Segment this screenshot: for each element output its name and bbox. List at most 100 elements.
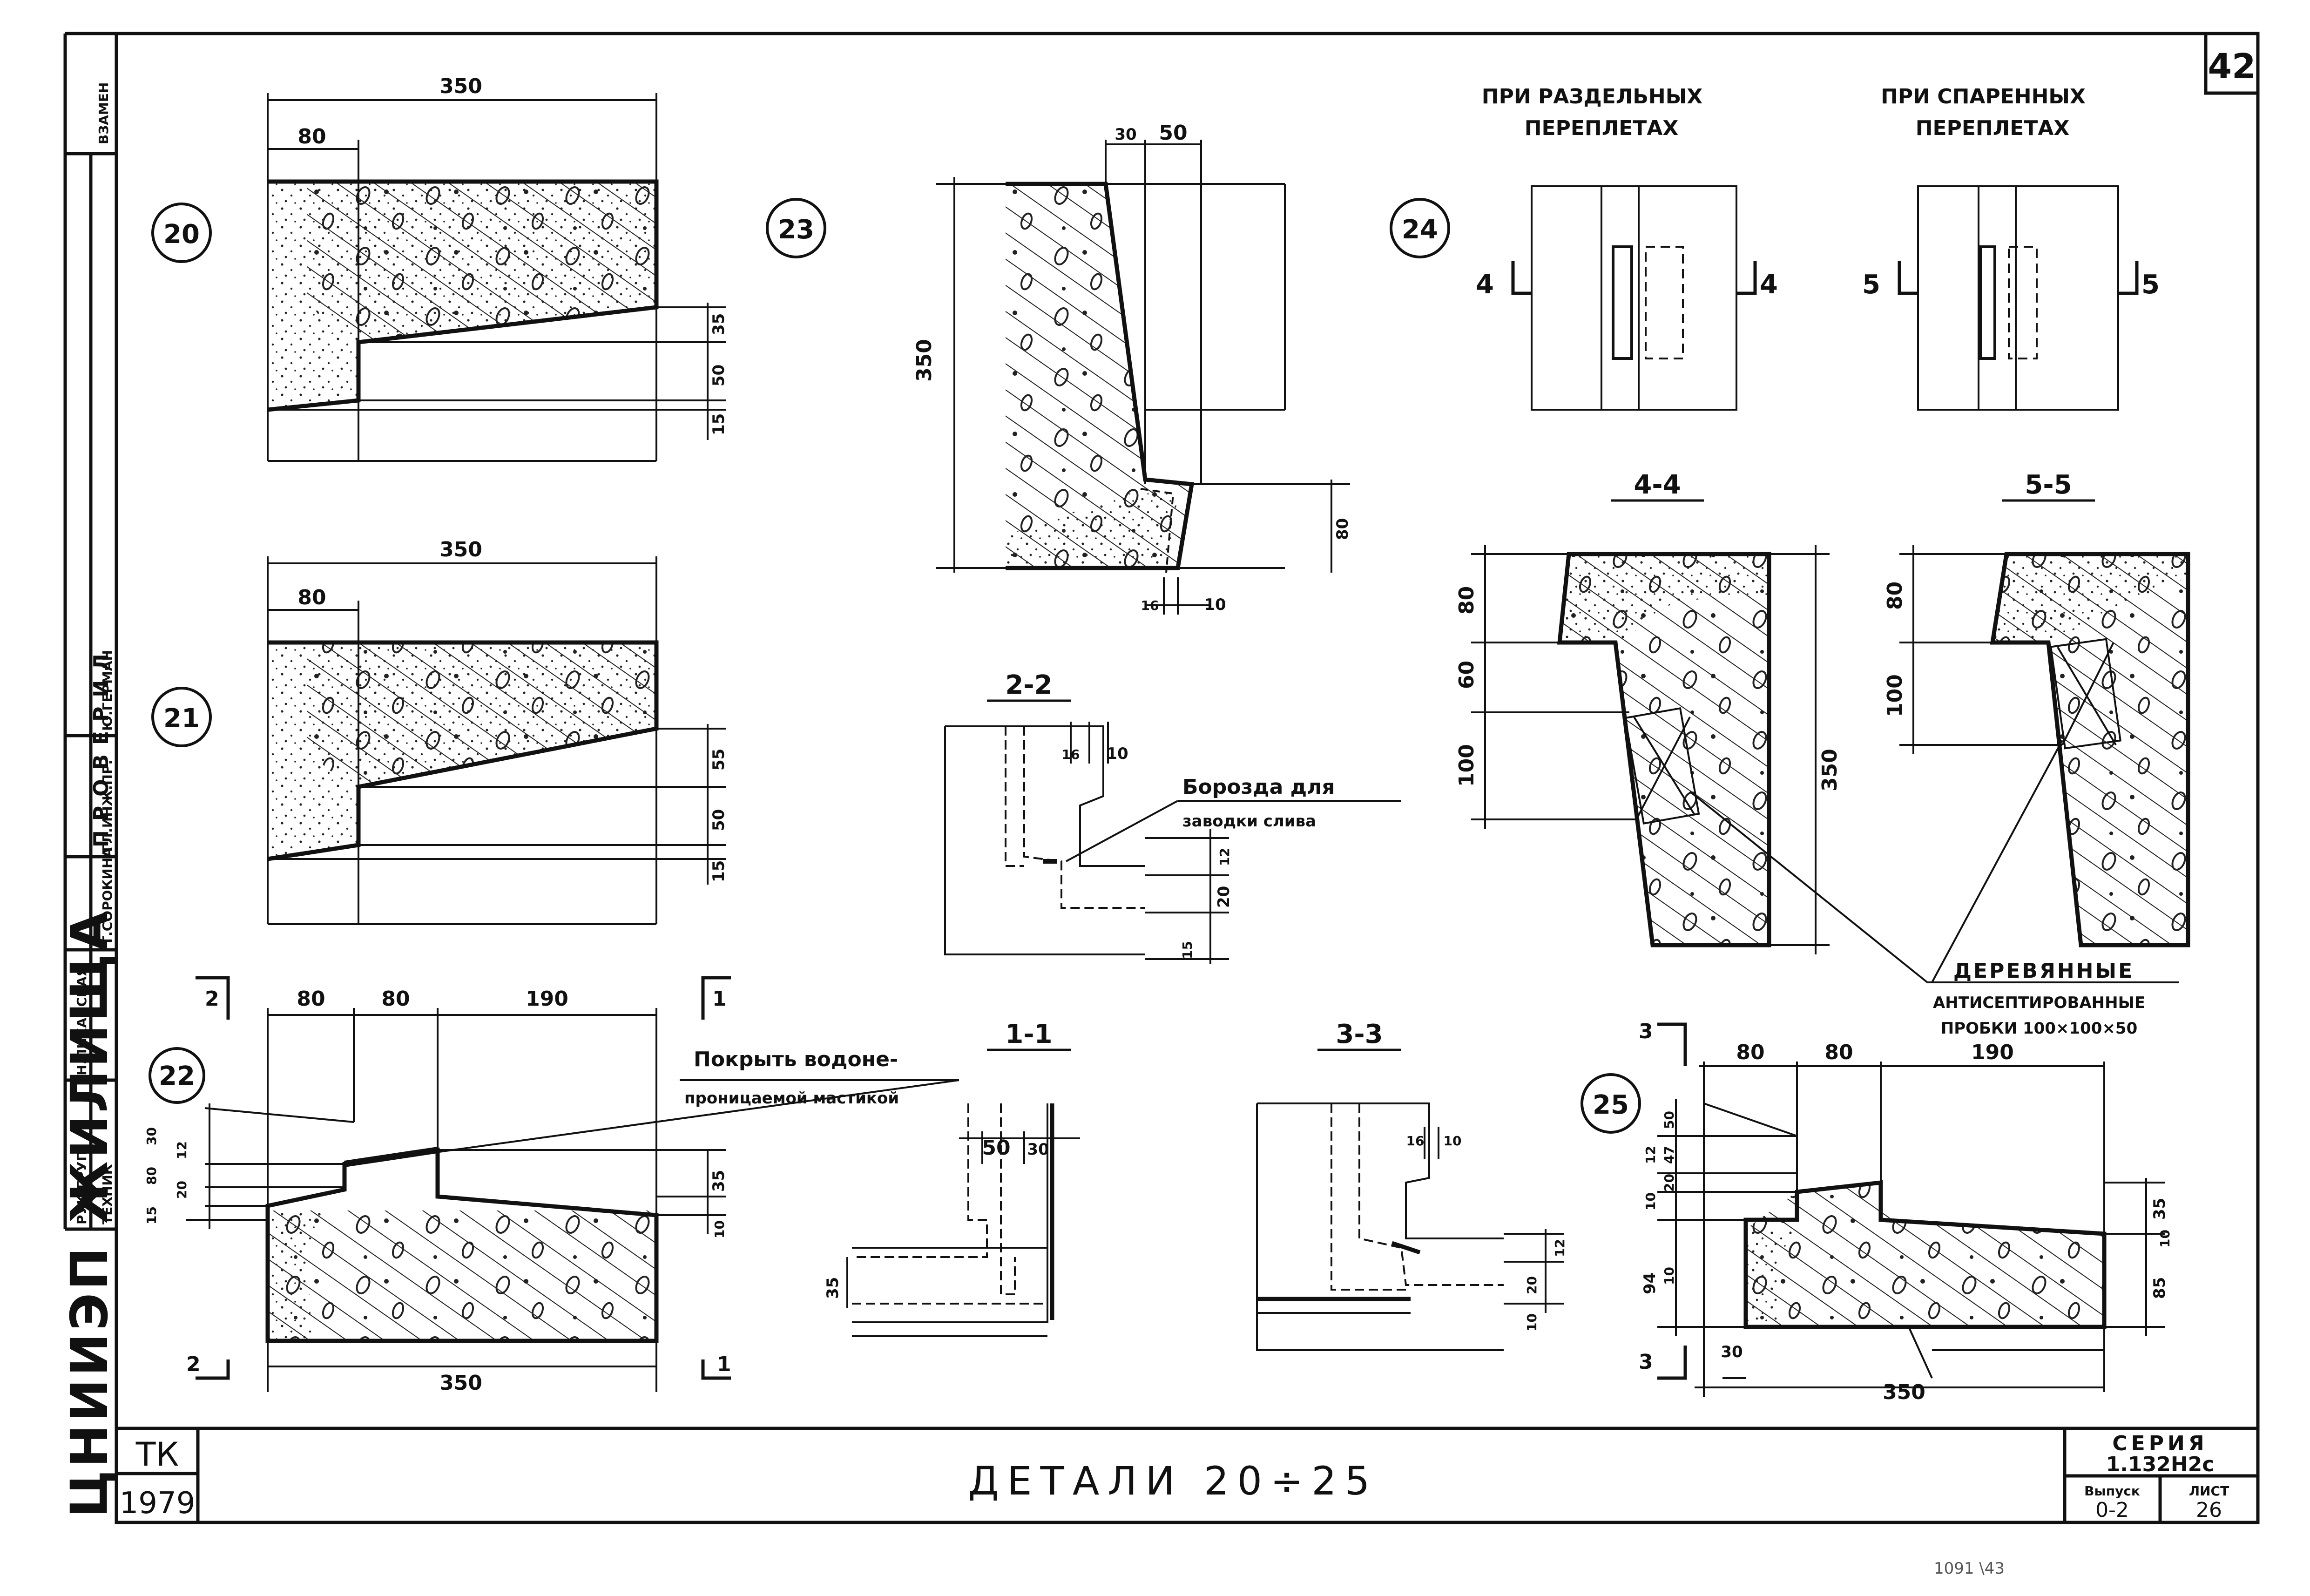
groove-note-2: заводки слива (1182, 812, 1316, 831)
dim-label: 80 (297, 987, 325, 1011)
dim-label: 50 (1662, 1111, 1677, 1129)
dim-label: 350 (439, 74, 482, 98)
dim-label: 350 (439, 1371, 482, 1395)
dim-label: 47 (1662, 1146, 1677, 1164)
dim-label: 350 (1883, 1380, 1925, 1404)
cut-mark-label: 5 (2141, 270, 2160, 300)
dim-label: 80 (1824, 1041, 1853, 1064)
dim-label: 80 (144, 1167, 159, 1185)
dim-label: 50 (709, 809, 728, 831)
drawing-title: ДЕТАЛИ 20÷25 (968, 1458, 1378, 1504)
dim-label: 10 (1643, 1192, 1658, 1211)
detail-25-number: 25 (1593, 1090, 1629, 1120)
dim-label: 15 (709, 860, 728, 882)
detail-22: 22 (144, 976, 959, 1395)
dim-label: 15 (709, 413, 728, 435)
sheet-value: 26 (2196, 1498, 2222, 1522)
dim-label: 80 (1333, 518, 1352, 540)
section-label: 1-1 (1005, 1019, 1052, 1049)
wood-plug-note-3: ПРОБКИ 100×100×50 (1941, 1019, 2138, 1038)
cut-mark-label: 3 (1639, 1350, 1653, 1374)
dim-label: 12 (1552, 1239, 1567, 1257)
dim-label: 50 (1159, 121, 1187, 145)
dim-label: 85 (2150, 1277, 2169, 1299)
dim-label: 20 (1215, 886, 1233, 908)
dim-label: 12 (1217, 848, 1232, 866)
cut-mark-label: 2 (205, 987, 219, 1011)
detail-25: 25 80 80 (1581, 1020, 2173, 1404)
sheet-frame (63, 32, 2260, 1524)
section-label: 2-2 (1005, 670, 1052, 700)
side-stamp: ЦНИИЭП ЖИЛИЩА ВЗАМЕН ПРОВЕРИЛ РУК.ГРУП. … (60, 82, 119, 1518)
dim-label: 80 (381, 987, 410, 1011)
org-code: ТК (135, 1435, 179, 1474)
dim-label: 30 (1114, 125, 1136, 144)
dim-label: 30 (1721, 1343, 1743, 1361)
dim-label: 100 (1455, 744, 1479, 787)
series-label: СЕРИЯ (2112, 1432, 2208, 1455)
cut-mark-label: 4 (1760, 270, 1778, 300)
section-4-4: 4-4 80 60 100 350 (1455, 470, 1928, 983)
detail-24-number: 24 (1402, 215, 1438, 245)
dim-label: 10 (1204, 595, 1226, 614)
dim-label: 15 (1180, 941, 1195, 959)
cut-mark-label: 1 (717, 1353, 731, 1376)
dim-label: 10 (1662, 1267, 1677, 1285)
dim-label: 350 (439, 538, 482, 561)
detail-24: 24 ПРИ РАЗДЕЛЬНЫХ ПЕРЕПЛЕТАХ ПРИ СПАРЕНН… (1390, 85, 2160, 411)
dim-label: 12 (1643, 1146, 1658, 1164)
dim-label: 20 (1524, 1276, 1540, 1294)
dim-label: 80 (297, 586, 326, 609)
dim-label: 15 (144, 1206, 159, 1224)
section-3-3: 3-3 16 10 12 20 10 (1256, 1019, 1567, 1351)
wood-plug-note: ДЕРЕВЯННЫЕ (1953, 959, 2134, 983)
dim-label: 100 (1883, 674, 1907, 717)
dim-label: 10 (1106, 744, 1128, 763)
dim-label: 20 (174, 1181, 189, 1199)
dim-label: 50 (982, 1136, 1010, 1160)
paired-sash-label: ПРИ СПАРЕННЫХ (1881, 85, 2086, 108)
issue-label: Выпуск (2084, 1483, 2140, 1499)
separate-sash-label: ПРИ РАЗДЕЛЬНЫХ (1482, 85, 1703, 108)
detail-22-number: 22 (159, 1061, 195, 1091)
year: 1979 (120, 1486, 196, 1521)
dim-label: 80 (1736, 1041, 1764, 1064)
dim-label: 20 (1662, 1174, 1677, 1192)
dim-label: 30 (1027, 1140, 1049, 1159)
dim-label: 80 (1883, 582, 1907, 610)
waterproof-note: Покрыть водоне- (694, 1048, 898, 1071)
cut-mark-label: 1 (712, 987, 727, 1011)
detail-23: 23 30 50 350 80 16 10 (766, 121, 1352, 615)
detail-20-number: 20 (163, 219, 200, 250)
separate-sash-label-2: ПЕРЕПЛЕТАХ (1525, 116, 1679, 140)
dim-label: 30 (144, 1127, 159, 1145)
dim-label: 16 (1141, 598, 1159, 613)
dim-label: 80 (297, 125, 326, 149)
dim-label: 94 (1641, 1272, 1659, 1294)
bottom-scribble: 1091 \43 (1934, 1559, 2005, 1578)
sheet-corner-number: 42 (2208, 47, 2256, 87)
dim-label: 16 (1062, 747, 1080, 762)
detail-23-number: 23 (778, 215, 814, 245)
dim-label: 10 (712, 1220, 727, 1238)
dim-label: 50 (709, 365, 728, 386)
series-value: 1.132Н2с (2106, 1453, 2215, 1476)
dim-label: 10 (1524, 1313, 1540, 1332)
stamp-name-1: Н.ЛИХАНСКАЯ (74, 967, 89, 1075)
detail-20: 20 350 80 35 50 15 (151, 74, 728, 462)
stamp-role-2: ТЕХНИК (100, 1164, 115, 1224)
dim-label: 190 (526, 987, 568, 1011)
stamp-checked: ПРОВЕРИЛ (89, 644, 113, 847)
section-label: 5-5 (2025, 470, 2072, 500)
issue-value: 0-2 (2095, 1498, 2129, 1522)
section-1-1: 1-1 50 30 35 (824, 1019, 1080, 1337)
sheet-label: ЛИСТ (2189, 1483, 2229, 1499)
dim-label: 35 (824, 1277, 842, 1299)
cut-mark-label: 2 (186, 1353, 201, 1376)
wood-plug-note-2: АНТИСЕПТИРОВАННЫЕ (1933, 994, 2145, 1012)
paired-sash-label-2: ПЕРЕПЛЕТАХ (1916, 116, 2070, 140)
section-label: 3-3 (1336, 1019, 1383, 1049)
dim-label: 12 (174, 1141, 189, 1159)
section-label: 4-4 (1634, 470, 1681, 500)
